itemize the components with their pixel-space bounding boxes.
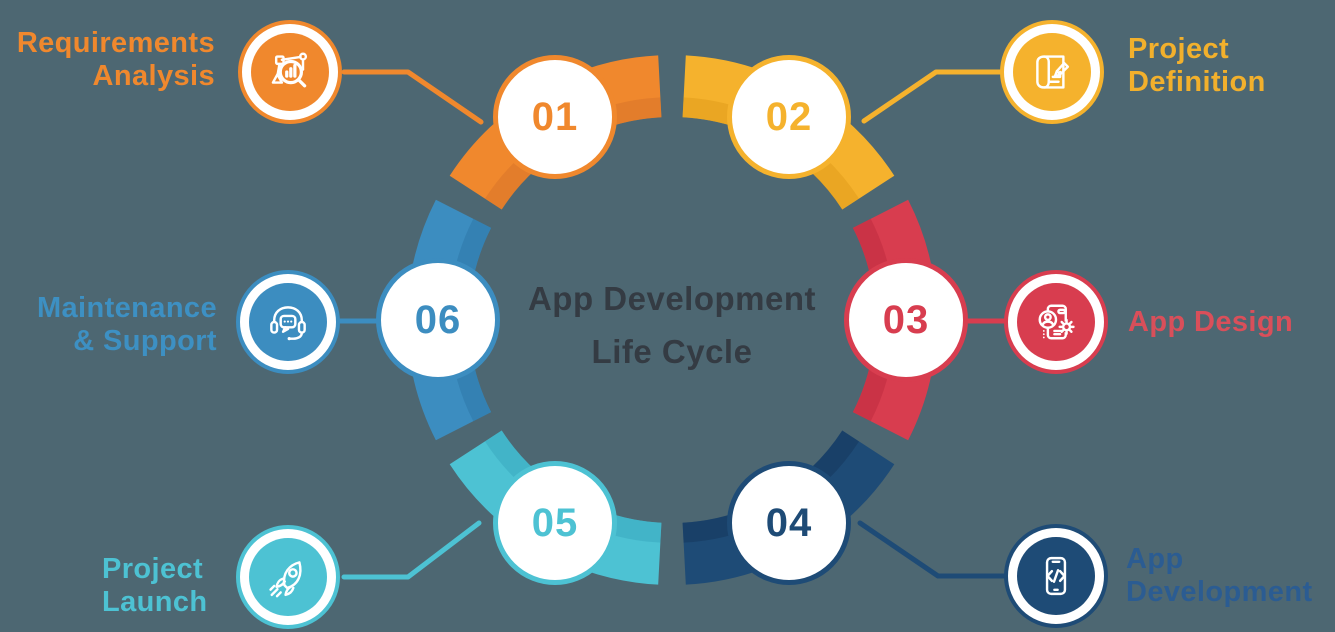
stage-06-number: 06 bbox=[414, 297, 462, 342]
label-app-development-line1: App bbox=[1126, 543, 1184, 575]
stage-06-number-circle: 06 bbox=[376, 258, 500, 382]
label-project-launch-line2: Launch bbox=[102, 586, 208, 618]
stage-02-number: 02 bbox=[765, 94, 813, 139]
maintenance-support-badge bbox=[236, 270, 340, 374]
phone-user-gear-icon bbox=[1038, 304, 1075, 340]
label-requirements-analysis: Requirements Analysis bbox=[17, 27, 215, 93]
connector-project-launch bbox=[341, 520, 482, 580]
app-design-badge bbox=[1004, 270, 1108, 374]
stage-03-number: 03 bbox=[882, 297, 930, 342]
headset-chat-icon bbox=[270, 306, 306, 341]
label-app-development: App Development bbox=[1126, 543, 1313, 609]
label-project-launch: Project Launch bbox=[102, 553, 208, 619]
maintenance-support-badge-disc bbox=[249, 283, 327, 361]
label-app-design: App Design bbox=[1128, 306, 1293, 339]
label-project-launch-line1: Project bbox=[102, 553, 204, 585]
requirements-analysis-badge bbox=[238, 20, 342, 124]
requirements-analysis-badge-disc bbox=[251, 33, 329, 111]
diagram-title-line2: Life Cycle bbox=[591, 333, 753, 370]
rocket-icon bbox=[269, 561, 302, 598]
connector-requirements bbox=[341, 69, 484, 125]
stage-04-number: 04 bbox=[765, 500, 813, 545]
stage-03-number-circle: 03 bbox=[844, 258, 968, 382]
label-requirements-analysis-line1: Requirements bbox=[16, 27, 215, 59]
phone-code-icon bbox=[1045, 556, 1067, 596]
label-maintenance-support-line2: & Support bbox=[73, 325, 217, 357]
blueprint-pencil-icon bbox=[1036, 55, 1070, 89]
stage-01-number-circle: 01 bbox=[493, 55, 617, 179]
analysis-magnifier-icon bbox=[271, 52, 308, 88]
app-development-badge bbox=[1004, 524, 1108, 628]
label-maintenance-support-line1: Maintenance bbox=[36, 292, 217, 324]
label-project-definition: Project Definition bbox=[1128, 33, 1266, 99]
stage-05-number-circle: 05 bbox=[493, 461, 617, 585]
connector-project-definition bbox=[861, 69, 1003, 124]
app-design-badge-disc bbox=[1017, 283, 1095, 361]
label-app-development-line2: Development bbox=[1126, 576, 1313, 608]
project-launch-badge bbox=[236, 525, 340, 629]
connector-app-development bbox=[857, 520, 1007, 579]
label-app-design-line1: App Design bbox=[1128, 306, 1294, 338]
project-definition-badge bbox=[1000, 20, 1104, 124]
app-development-badge-disc bbox=[1017, 537, 1095, 615]
stage-01-number: 01 bbox=[531, 94, 579, 139]
project-launch-badge-disc bbox=[249, 538, 327, 616]
stage-04-number-circle: 04 bbox=[727, 461, 851, 585]
project-definition-badge-disc bbox=[1013, 33, 1091, 111]
label-requirements-analysis-line2: Analysis bbox=[92, 60, 215, 92]
stage-02-number-circle: 02 bbox=[727, 55, 851, 179]
diagram-title-line1: App Development bbox=[527, 280, 817, 317]
diagram-title: App Development Life Cycle bbox=[422, 272, 922, 378]
label-project-definition-line2: Definition bbox=[1128, 66, 1266, 98]
stage-05-number: 05 bbox=[531, 500, 579, 545]
label-maintenance-support: Maintenance & Support bbox=[37, 292, 217, 358]
label-project-definition-line1: Project bbox=[1128, 33, 1230, 65]
